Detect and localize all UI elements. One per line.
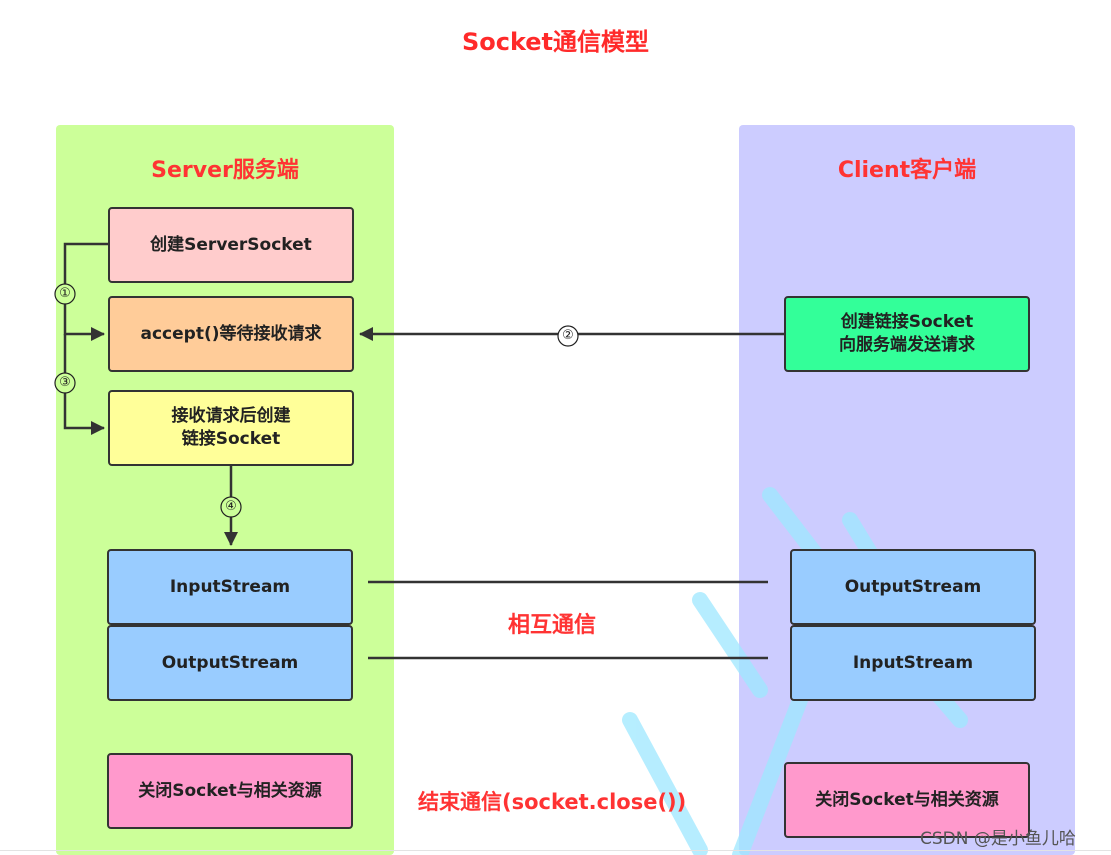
mutual-communication-label: 相互通信 xyxy=(508,613,597,638)
server-close-box: 关闭Socket与相关资源 xyxy=(107,753,353,829)
step3-connector xyxy=(63,334,105,435)
step1-label: ① xyxy=(59,286,71,301)
diagram-title: Socket通信模型 xyxy=(461,28,650,56)
client-input-stream-box: InputStream xyxy=(790,625,1036,701)
client-output-stream-box: OutputStream xyxy=(790,549,1036,625)
create-link-socket-box: 接收请求后创建 链接Socket xyxy=(108,390,354,466)
end-communication-label: 结束通信(socket.close()) xyxy=(418,790,687,814)
server-output-stream-box: OutputStream xyxy=(107,625,353,701)
step2-label: ② xyxy=(562,328,574,343)
server-input-stream-box: InputStream xyxy=(107,549,353,625)
client-close-box: 关闭Socket与相关资源 xyxy=(784,762,1030,838)
bottom-divider xyxy=(0,850,1111,851)
client-panel-title: Client客户端 xyxy=(837,158,977,183)
csdn-watermark: CSDN @是小鱼儿哈 xyxy=(920,829,1076,849)
accept-request-box: accept()等待接收请求 xyxy=(108,296,354,372)
step3-label: ③ xyxy=(59,375,71,390)
server-panel-title: Server服务端 xyxy=(151,158,299,183)
create-server-socket-box: 创建ServerSocket xyxy=(108,207,354,283)
client-create-link-socket-box: 创建链接Socket 向服务端发送请求 xyxy=(784,296,1030,372)
step4-label: ④ xyxy=(225,499,237,514)
